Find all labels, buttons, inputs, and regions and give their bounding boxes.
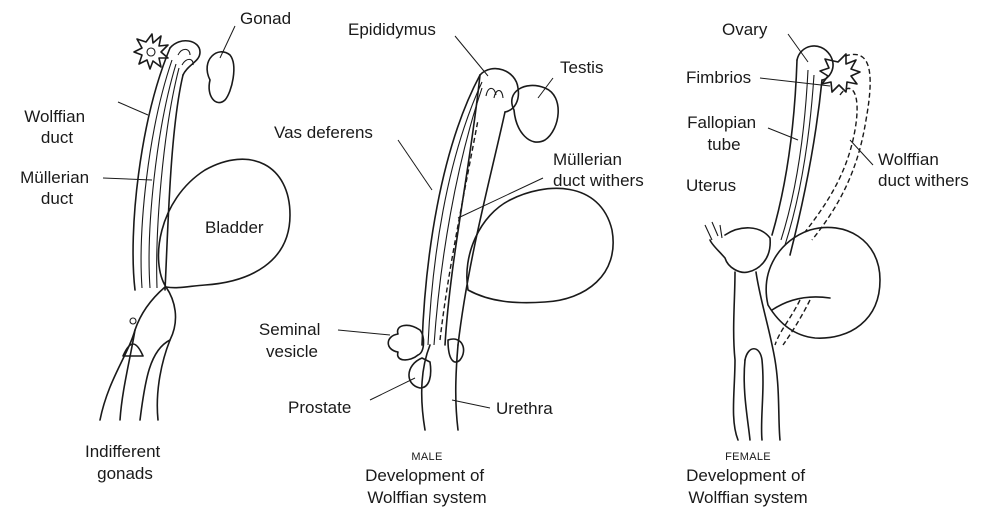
label-epididymus: Epididymus [348, 20, 436, 39]
label-testis: Testis [560, 58, 603, 77]
female-panel: Ovary Fimbrios Fallopian tube Uterus Wol… [686, 20, 969, 507]
female-drawing [705, 46, 880, 440]
label-gonad: Gonad [240, 9, 291, 28]
label-fallopian-tube: Fallopian tube [687, 113, 761, 154]
male-leaders [338, 36, 553, 408]
caption-female: Development of Wolffian system [686, 466, 810, 507]
male-drawing [388, 69, 613, 430]
male-panel: Epididymus Testis Vas deferens Müllerian… [259, 20, 644, 507]
indifferent-panel: Gonad Wolffian duct Müllerian duct Bladd… [20, 9, 291, 483]
label-bladder: Bladder [205, 218, 264, 237]
caption-indifferent: Indifferent gonads [85, 442, 165, 483]
label-mullerian-withers: Müllerian duct withers [553, 150, 644, 190]
label-wolffian-withers: Wolffian duct withers [878, 150, 969, 190]
label-urethra: Urethra [496, 399, 553, 418]
label-uterus: Uterus [686, 176, 736, 195]
label-wolffian-duct: Wolffian duct [24, 107, 90, 147]
tag-female: FEMALE [725, 451, 771, 463]
label-prostate: Prostate [288, 398, 351, 417]
label-mullerian-duct: Müllerian duct [20, 168, 94, 208]
label-seminal-vesicle: Seminal vesicle [259, 320, 325, 361]
caption-male: Development of Wolffian system [365, 466, 489, 507]
label-ovary: Ovary [722, 20, 768, 39]
label-vas-deferens: Vas deferens [274, 123, 373, 142]
tag-male: MALE [411, 451, 442, 463]
label-fimbrios: Fimbrios [686, 68, 751, 87]
